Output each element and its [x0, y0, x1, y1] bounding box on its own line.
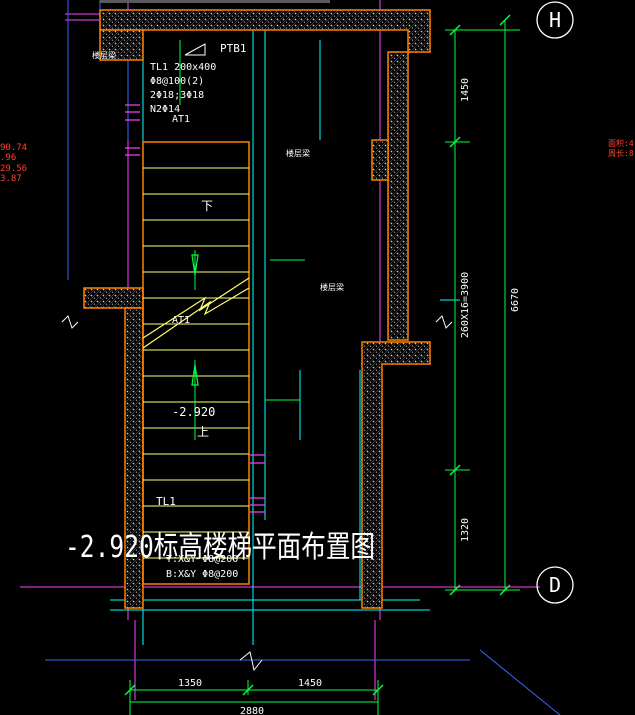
floor-beam-label-3: 楼层梁 — [320, 282, 344, 292]
ptb-label: PTB1 — [220, 42, 247, 55]
break-lines — [61, 315, 453, 672]
grid-label-h: H — [549, 8, 561, 32]
wall-right-step — [361, 341, 431, 609]
axis-lines — [20, 0, 540, 700]
left-mark-2: .96 — [0, 153, 16, 163]
wall-left-stub — [83, 287, 144, 309]
dim-3900-vertical: 260X16=3900 — [460, 272, 471, 338]
tl1-label: TL1 — [156, 495, 176, 508]
magenta-ticks — [125, 104, 265, 513]
beam-note-4: N2Φ14 — [150, 104, 180, 115]
beam-note-3: 2Φ18;3Φ18 — [150, 90, 204, 101]
up-label: 上 — [197, 425, 209, 439]
at1-label-mid: AT1 — [172, 315, 190, 326]
toolbar-remnant — [100, 0, 330, 3]
wall-top-left — [99, 29, 144, 61]
level-mark: -2.920 — [172, 405, 215, 419]
dim-bottom-total: 2880 — [240, 706, 264, 715]
stair-outline — [142, 141, 250, 585]
left-mark-4: 3.87 — [0, 174, 22, 184]
stair-treads — [143, 167, 249, 559]
floor-beam-label-1: 楼层梁 — [92, 50, 116, 60]
dim-1450-vertical: 1450 — [460, 78, 471, 102]
floor-beam-label-2: 楼层梁 — [286, 148, 310, 158]
grid-label-d: D — [549, 573, 561, 597]
dim-1320-vertical: 1320 — [460, 518, 471, 542]
beam-note-2: Φ8@100(2) — [150, 76, 204, 87]
dim-1450: 1450 — [298, 678, 322, 689]
ptb-marker-icon — [184, 43, 206, 56]
dim-total-vertical: 6670 — [510, 288, 521, 312]
blue-lines — [45, 0, 561, 715]
slab-note-2: B:X&Y Φ8@200 — [166, 569, 238, 580]
grid-bubble-d-icon — [536, 566, 574, 604]
arrow-markers — [191, 254, 199, 386]
dimension-lines — [129, 20, 520, 715]
stair-break — [142, 277, 250, 349]
wall-top-inner — [371, 139, 389, 181]
wall-left — [124, 307, 144, 609]
dim-1350: 1350 — [178, 678, 202, 689]
slab-note-1: T:X&Y Φ8@200 — [166, 554, 238, 565]
left-mark-3: 29.56 — [0, 164, 27, 174]
beam-note-1: TL1 200x400 — [150, 62, 216, 73]
right-mark-2: 周长:8. — [608, 148, 635, 158]
walls — [83, 9, 431, 609]
wall-right-upper — [387, 51, 409, 341]
at1-label-top: AT1 — [172, 114, 190, 125]
down-label: 下 — [201, 199, 213, 213]
grid-bubble-h-icon — [536, 1, 574, 39]
dimension-ticks — [124, 14, 511, 696]
plan-title: -2.920标高楼梯平面布置图 — [65, 530, 375, 565]
left-mark-1: 90.74 — [0, 143, 27, 153]
right-mark-1: 面积:4.1 — [608, 138, 635, 148]
